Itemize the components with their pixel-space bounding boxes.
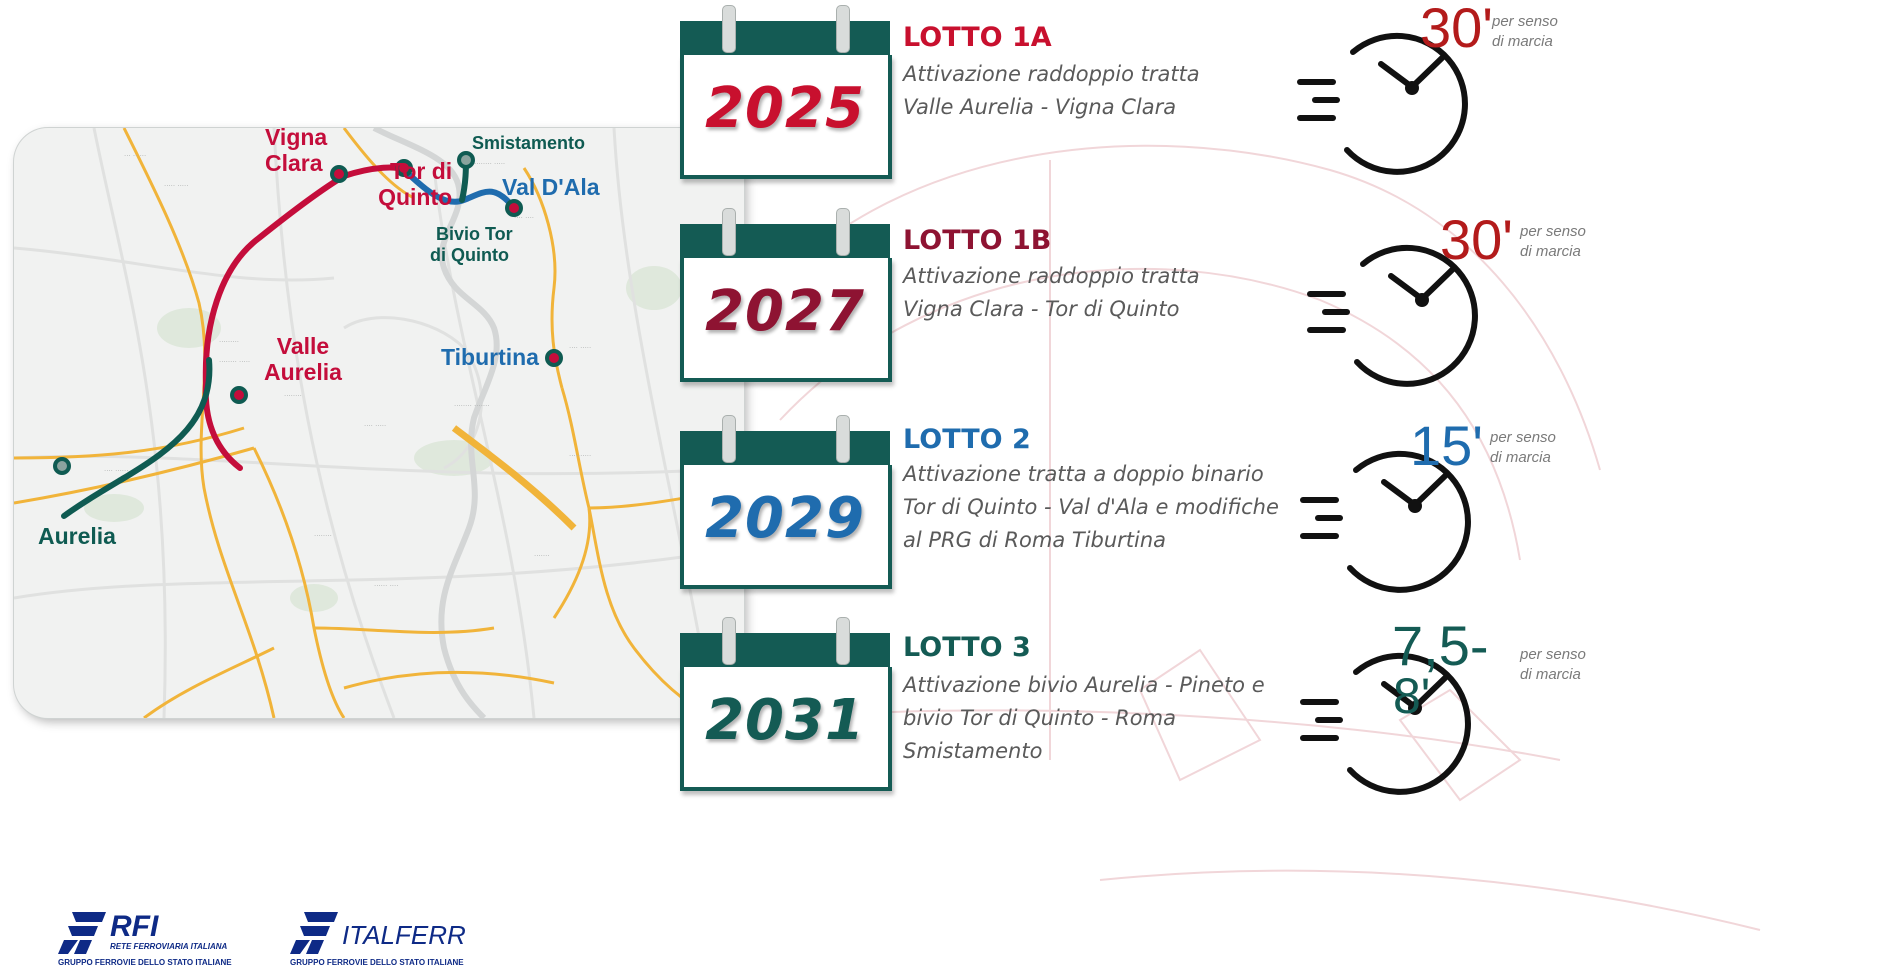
svg-text:··········: ·········· (569, 452, 591, 460)
year-label: 2029 (705, 486, 865, 551)
svg-text:········ ·······: ········ ······· (454, 402, 490, 410)
calendar-ring (836, 208, 850, 256)
rfi-logo: RFI RETE FERROVIARIA ITALIANA GRUPPO FER… (58, 910, 232, 967)
station-smistamento: Smistamento (472, 133, 586, 153)
clock-icon (1297, 32, 1468, 175)
calendar-ring (722, 208, 736, 256)
svg-text:··· ·· ···: ··· ·· ··· (124, 152, 146, 160)
station-val-dala: Val D'Ala (502, 174, 600, 200)
clock-icon (1300, 450, 1471, 593)
svg-text:········: ········ (284, 392, 302, 400)
lot-1b-title: LOTTO 1B (903, 225, 1052, 256)
svg-text:···· ······: ···· ······ (104, 467, 128, 475)
year-label: 2025 (705, 76, 865, 141)
svg-text:····· ·····: ····· ····· (164, 182, 188, 190)
calendar-ring (836, 617, 850, 665)
svg-text:···· ····: ···· ···· (514, 214, 534, 222)
calendar-2027: 2027 (680, 208, 892, 386)
calendar-ring (836, 415, 850, 463)
calendar-ring (836, 5, 850, 53)
frequency-value: 30' (1420, 0, 1493, 59)
year-label: 2031 (705, 688, 865, 753)
clock-icon (1307, 244, 1478, 387)
calendar-ring (722, 415, 736, 463)
map-canvas: ··· ·· ··· ····· ····· ········ ····· ··… (14, 128, 744, 718)
calendar-ring (722, 617, 736, 665)
fs-logo-icon (290, 912, 338, 954)
italferr-logo: ITALFERR GRUPPO FERROVIE DELLO STATO ITA… (290, 910, 500, 970)
fs-logo-icon (58, 912, 106, 954)
calendar-2029: 2029 (680, 415, 892, 593)
lot-3-title: LOTTO 3 (903, 632, 1031, 663)
frequency-value: 30' (1440, 208, 1513, 271)
lot-1a-title: LOTTO 1A (903, 22, 1052, 53)
svg-text:···· ·····: ···· ····· (569, 344, 591, 352)
calendar-2031: 2031 (680, 617, 892, 795)
frequency-value: 15' (1410, 414, 1483, 477)
station-tiburtina: Tiburtina (441, 344, 539, 370)
svg-text:·······: ······· (534, 552, 550, 560)
svg-text:········ ·····: ········ ····· (219, 358, 250, 366)
station-tor-di-quinto: Tor di Quinto (378, 158, 453, 210)
lot-2-title: LOTTO 2 (903, 424, 1031, 455)
year-label: 2027 (705, 279, 865, 344)
frequency-value: 7,5- (1392, 614, 1489, 677)
calendar-ring (722, 5, 736, 53)
svg-text:·········: ········· (219, 338, 239, 346)
railway-map: ··· ·· ··· ····· ····· ········ ····· ··… (14, 128, 744, 718)
station-aurelia: Aurelia (38, 523, 116, 549)
svg-text:······ ····: ······ ···· (374, 582, 398, 590)
calendar-2025: 2025 (680, 5, 892, 183)
svg-text:···· ·····: ···· ····· (364, 422, 386, 430)
clock-icon (1300, 652, 1471, 795)
svg-text:········: ········ (314, 532, 332, 540)
svg-text:········ ·····: ········ ····· (474, 160, 505, 168)
frequency-value-second-line: 8' (1393, 668, 1431, 724)
